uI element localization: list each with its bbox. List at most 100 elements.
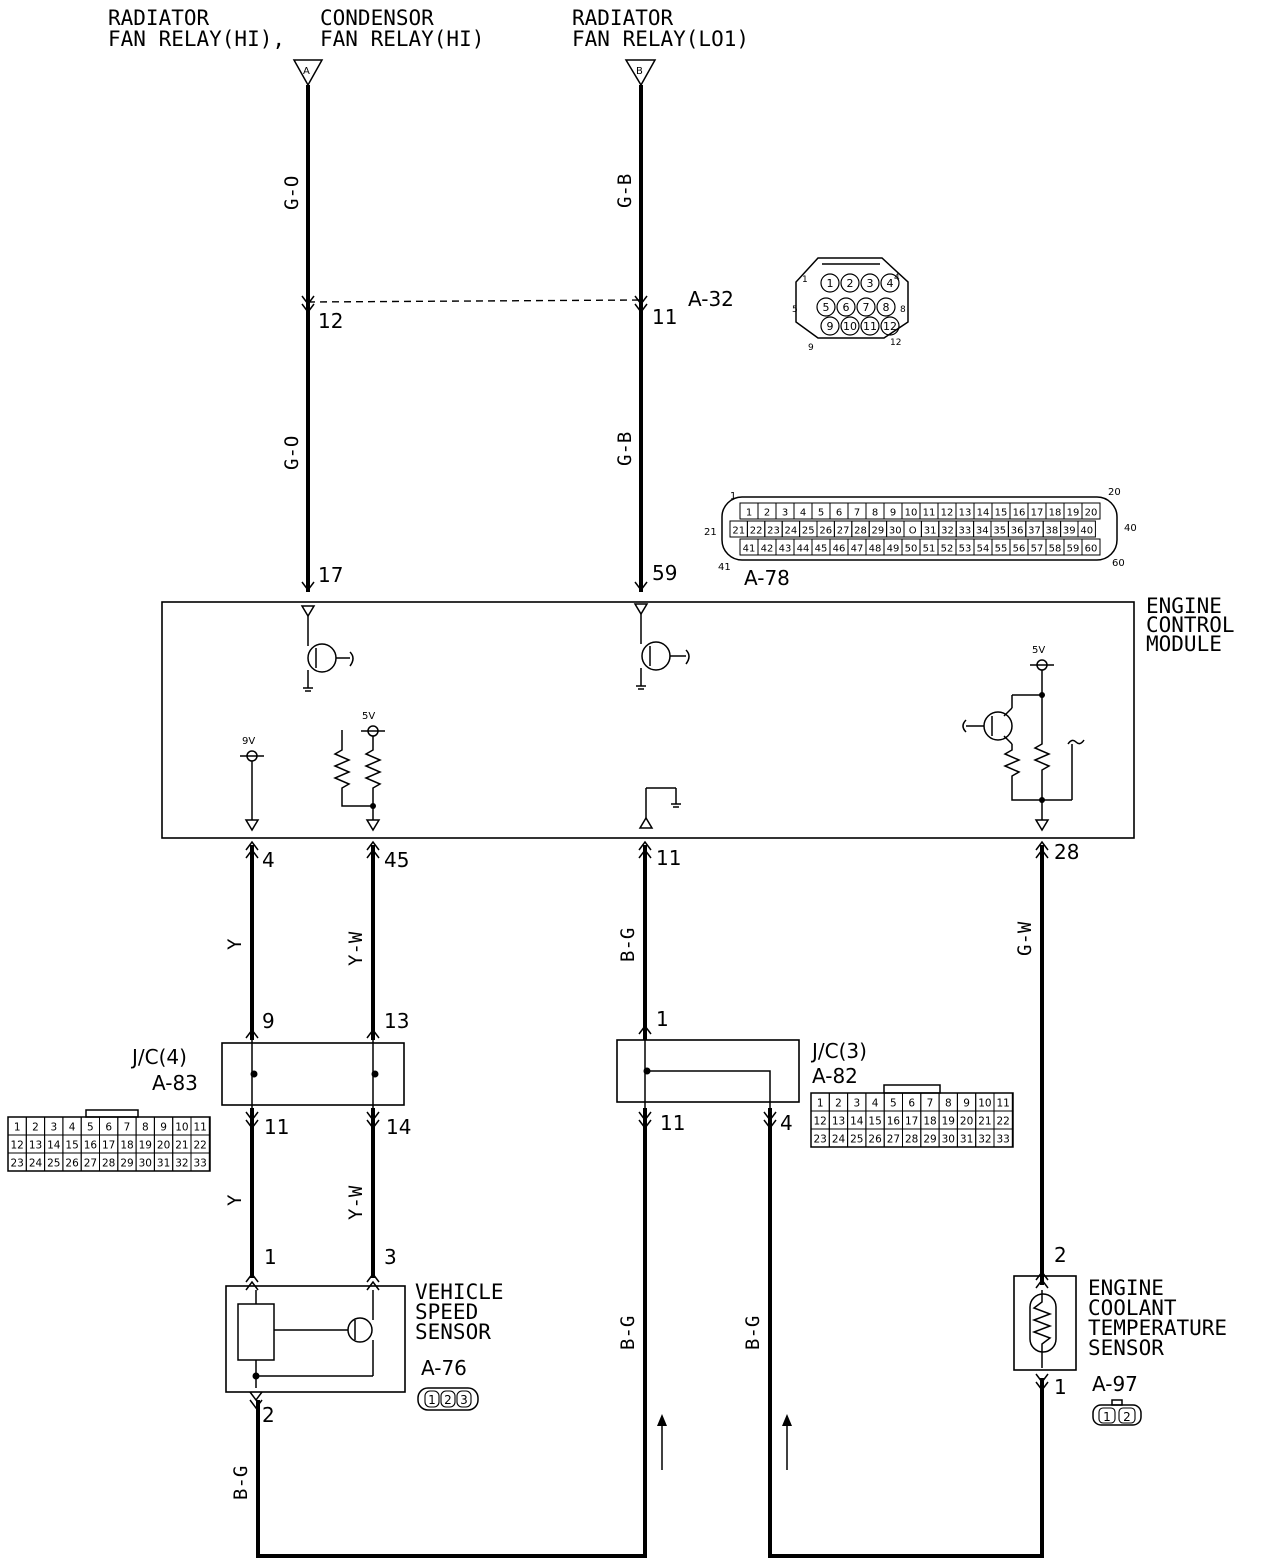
connector-pin-label: 23 [814, 1134, 827, 1146]
connector-pin-label: 19 [139, 1140, 152, 1152]
connector-pin-label: 9 [890, 508, 896, 519]
wire-label-yw-lower: Y-W [345, 1185, 367, 1220]
connector-pin-label: 7 [124, 1122, 131, 1134]
connector-a97-label: A-97 [1092, 1372, 1138, 1396]
flow-arrow-icon [657, 1414, 667, 1470]
connector-pin-label: 5 [823, 301, 830, 314]
connector-pin-label: 11 [194, 1122, 207, 1134]
a83-label: A-83 [152, 1071, 198, 1095]
connector-pin-label: 1 [14, 1122, 21, 1134]
connector-pin-label: 31 [960, 1134, 973, 1146]
wire-label-bg-right: B-G [742, 1316, 764, 1350]
connector-pin-label: 3 [50, 1122, 57, 1134]
connector-pin-label: 17 [905, 1116, 918, 1128]
ecm-label-1: ENGINE [1146, 594, 1222, 618]
connector-pin-label: 3 [782, 508, 788, 519]
connector-pin-label: 30 [889, 526, 902, 537]
connector-pin-label: 5 [890, 1098, 897, 1110]
vss-label-1: VEHICLE [415, 1280, 504, 1304]
connector-pin-label: 9 [827, 320, 834, 333]
label-radiator-fan-relay-hi-2: FAN RELAY(HI), [108, 27, 285, 51]
connector-pin-label: 28 [854, 526, 867, 537]
connector-pin-label: 59 [1067, 544, 1080, 555]
connector-pin-label: 7 [854, 508, 860, 519]
pin-3-vss: 3 [384, 1245, 397, 1269]
wire-label-yw-upper: Y-W [345, 931, 367, 966]
connector-pin-label: 30 [139, 1158, 152, 1170]
connector-pin-label: 47 [851, 544, 864, 555]
connector-pin-label: 6 [836, 508, 842, 519]
label-radiator-fan-relay-lo-2: FAN RELAY(LO1) [572, 27, 749, 51]
connector-pin [440, 1390, 456, 1408]
ect-label-2: COOLANT [1088, 1296, 1177, 1320]
connector-pin-label: 2 [32, 1122, 39, 1134]
connector-pin [860, 273, 880, 293]
connector-pin-label: 18 [923, 1116, 936, 1128]
pin-2-ect: 2 [1054, 1243, 1067, 1267]
connector-pin-label: 11 [923, 508, 936, 519]
connector-pin-label: 14 [47, 1140, 61, 1152]
connector-pin-label: 46 [833, 544, 846, 555]
connector-pin-label: 37 [1028, 526, 1041, 537]
ecm-label-3: MODULE [1146, 632, 1222, 656]
connector-pin-label: 53 [959, 544, 972, 555]
connector-pin-label: 19 [942, 1116, 955, 1128]
connector-pin-label: 21 [978, 1116, 991, 1128]
connector-b-triangle: B [624, 59, 657, 87]
wire-bg-center [256, 1108, 647, 1558]
connector-pin-label: 4 [800, 508, 806, 519]
vss-label-2: SPEED [415, 1300, 478, 1324]
connector-pin [1077, 520, 1096, 538]
pin-11-a32: 11 [652, 305, 677, 329]
connector-pin-label: 19 [1067, 508, 1080, 519]
connector-pin [190, 1152, 210, 1172]
connector-pin-label: 33 [194, 1158, 207, 1170]
connector-pin [820, 316, 840, 336]
connector-pin-label: 18 [120, 1140, 133, 1152]
label-condensor-fan-relay-1: CONDENSOR [320, 6, 434, 30]
connector-pin-label: 10 [978, 1098, 991, 1110]
wire-label-gb-upper: G-B [614, 174, 636, 208]
connector-pin-label: 15 [65, 1140, 78, 1152]
svg-text:5: 5 [792, 305, 798, 315]
connector-pin-label: 45 [815, 544, 828, 555]
connector-pin-label: 58 [1049, 544, 1062, 555]
connector-pin [820, 273, 840, 293]
connector-pin-label: 10 [843, 320, 857, 333]
connector-pin-label: 51 [923, 544, 936, 555]
connector-pin-label: 60 [1085, 544, 1098, 555]
connector-pin-label: 31 [924, 526, 937, 537]
connector-pin-label: 11 [863, 320, 877, 333]
wire-label-gw: G-W [1014, 921, 1036, 956]
pin-14: 14 [386, 1115, 411, 1139]
pin-11-a83: 11 [264, 1115, 289, 1139]
svg-text:1: 1 [730, 491, 736, 502]
connector-pin [456, 1390, 472, 1408]
connector-pin-label: 6 [843, 301, 850, 314]
connector-pin-label: 43 [779, 544, 792, 555]
connector-pin-label: 7 [863, 301, 870, 314]
ground-icon [638, 787, 681, 829]
connector-pin-label: 27 [887, 1134, 900, 1146]
connector-pin [816, 297, 836, 317]
connector-pin-label: 5 [87, 1122, 94, 1134]
connector-pin-label: 5 [818, 508, 824, 519]
connector-pin [840, 316, 860, 336]
top-labels: RADIATOR FAN RELAY(HI), CONDENSOR FAN RE… [108, 6, 749, 51]
connector-pin [880, 316, 900, 336]
connector-pin-label: 54 [977, 544, 990, 555]
connector-pin-label: 41 [743, 544, 756, 555]
connector-pin-label: 18 [1049, 508, 1062, 519]
connector-pin-label: 42 [761, 544, 774, 555]
connector-pin-label: 1 [746, 508, 752, 519]
connector-pin-label: 32 [941, 526, 954, 537]
connector-a76-label: A-76 [421, 1356, 467, 1380]
connector-pin-label: 3 [460, 1393, 468, 1407]
connector-pin-label: 56 [1013, 544, 1026, 555]
wire-label-bg-center: B-G [617, 1316, 639, 1350]
connector-pin-label: 8 [872, 508, 878, 519]
connector-pin-label: 24 [785, 526, 798, 537]
label-radiator-fan-relay-hi-1: RADIATOR [108, 6, 210, 30]
connector-pin-label: 16 [84, 1140, 98, 1152]
